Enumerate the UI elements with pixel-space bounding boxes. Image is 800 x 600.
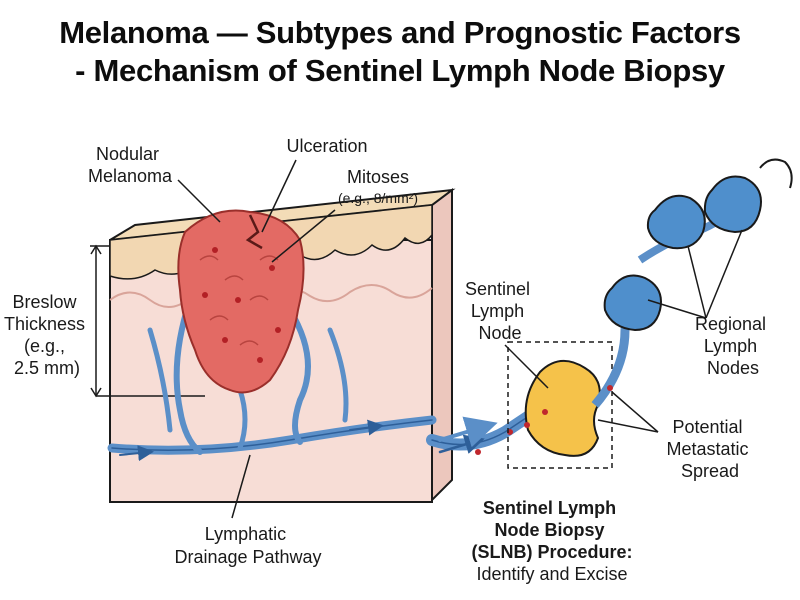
label-breslow-thickness: Breslow Thickness (e.g., 2.5 mm) — [4, 292, 90, 378]
lymphatic-vessels-block — [107, 297, 437, 462]
leader-lines — [177, 159, 743, 519]
regional-lymph-nodes — [603, 158, 793, 332]
label-metastatic-spread: Potential Metastatic Spread — [666, 417, 753, 481]
label-slnb-action: Identify and Excise — [476, 564, 627, 584]
breslow-dimension — [90, 244, 110, 398]
nodular-melanoma-tumor — [177, 209, 305, 394]
label-nodular-melanoma: Nodular Melanoma — [88, 144, 173, 186]
label-ulceration: Ulceration — [286, 136, 367, 156]
diagram-title: Melanoma — Subtypes and Prognostic Facto… — [59, 15, 741, 50]
label-mitoses-example: (e.g., 8/mm²) — [338, 190, 418, 206]
mitoses-dots — [202, 247, 281, 363]
label-sentinel-lymph-node: Sentinel Lymph Node — [465, 279, 535, 343]
label-regional-lymph-nodes: Regional Lymph Nodes — [695, 314, 771, 378]
ulceration-mark — [245, 214, 263, 250]
slnb-box — [507, 341, 613, 469]
diagram-subtitle: - Mechanism of Sentinel Lymph Node Biops… — [75, 53, 725, 88]
label-lymphatic-drainage: Lymphatic Drainage Pathway — [174, 524, 321, 567]
label-mitoses: Mitoses — [347, 167, 409, 187]
label-slnb-procedure: Sentinel Lymph Node Biopsy (SLNB) Proced… — [471, 498, 632, 562]
